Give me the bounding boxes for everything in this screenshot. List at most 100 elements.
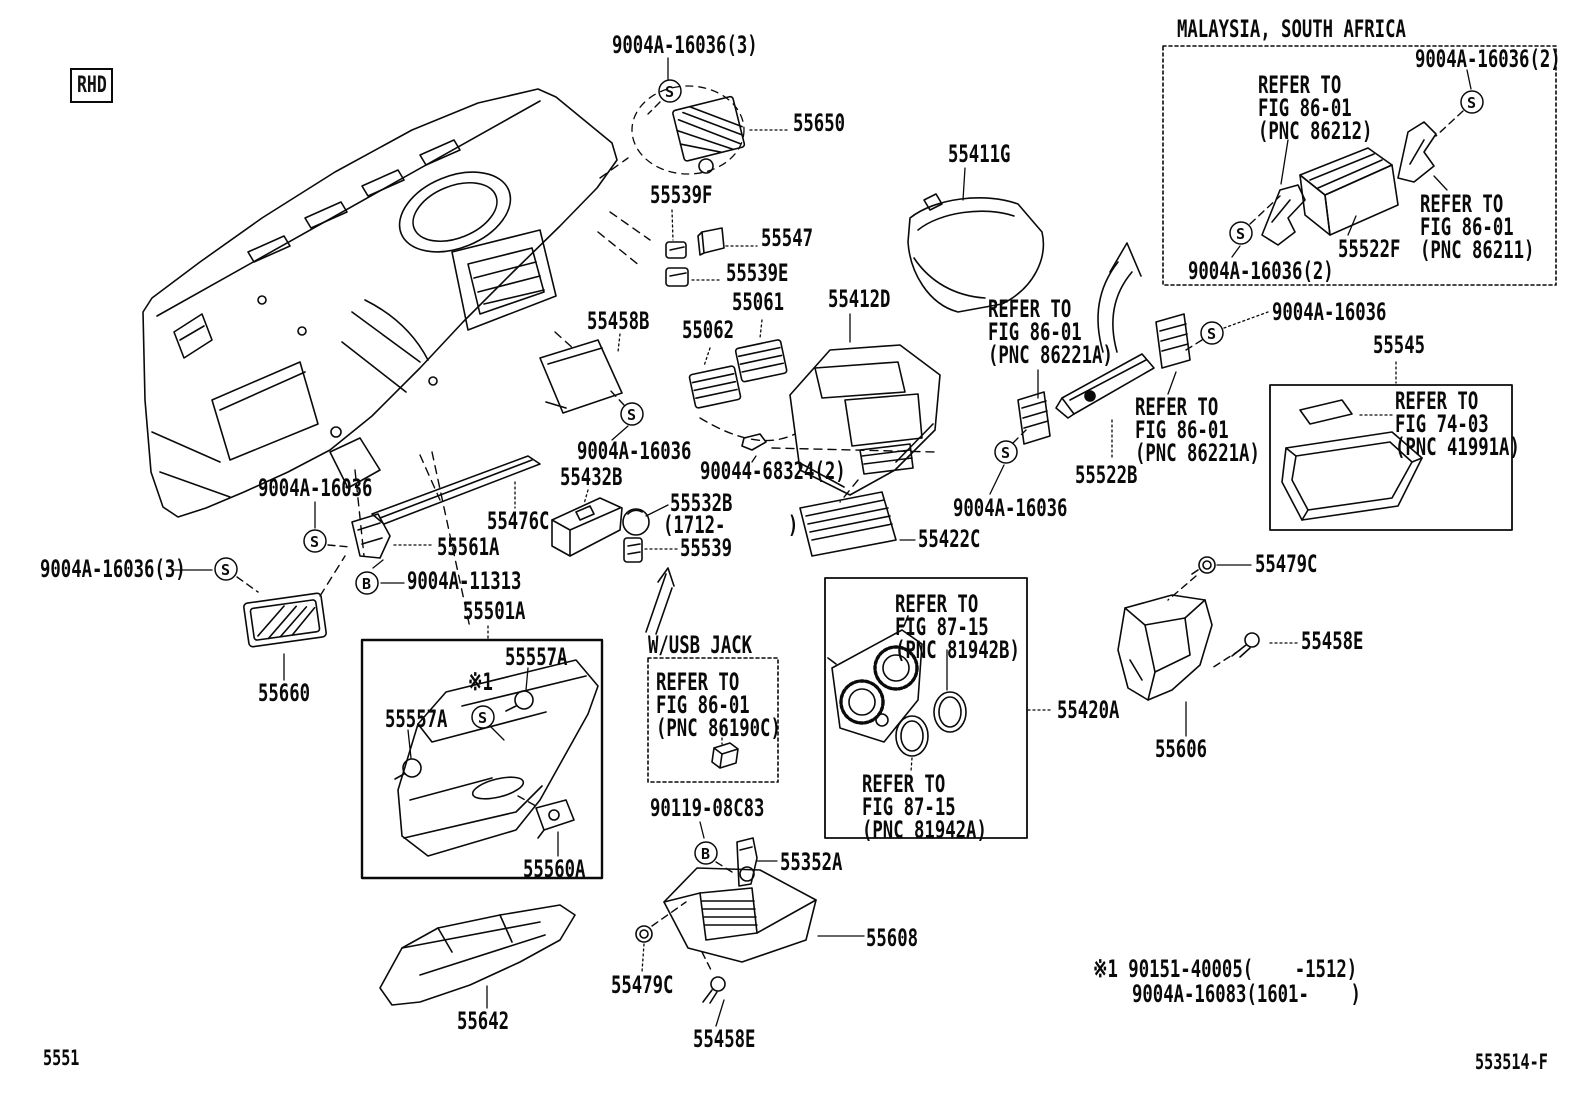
- malaysia-region-box: [1162, 45, 1557, 286]
- part-55545-drawing: [1281, 399, 1423, 521]
- bolt-symbol: B: [701, 845, 710, 863]
- curved-arrow: [1097, 242, 1142, 353]
- part-label-55539E: 55539E: [726, 259, 789, 287]
- part-label-9004A-16036-3-left: 9004A-16036(3): [40, 555, 186, 583]
- part-label-55411G: 55411G: [948, 140, 1011, 168]
- part-55650-drawing: [631, 85, 746, 175]
- ring-81942A-drawing: [895, 715, 929, 757]
- screw-symbol: S: [1467, 94, 1476, 112]
- part-55422C-drawing: [799, 491, 897, 557]
- part-label-90044-68324: 90044-68324(2): [700, 457, 846, 485]
- part-label-55557A-top: 55557A: [505, 643, 568, 671]
- part-label-55532B-date: (1712- ): [663, 511, 799, 539]
- part-label-55608: 55608: [866, 924, 919, 952]
- usb-arrow: [645, 567, 675, 635]
- part-label-90119-08C83: 90119-08C83: [650, 794, 765, 822]
- part-label-55501A: 55501A: [463, 597, 526, 625]
- part-label-55606: 55606: [1155, 735, 1208, 763]
- part-55062-drawing: [688, 365, 742, 409]
- screw-symbol: S: [1236, 225, 1245, 243]
- part-label-55412D: 55412D: [828, 285, 891, 313]
- bracket-86212-drawing: [1261, 184, 1306, 246]
- usb-jack-box: [647, 657, 779, 783]
- part-55660-drawing: [243, 592, 327, 648]
- screw-55479C-bottom-drawing: [635, 925, 653, 943]
- part-55432B-drawing: [551, 497, 623, 557]
- clip-86190C-drawing: [711, 742, 739, 769]
- bolt-symbol: B: [362, 575, 371, 593]
- part-55501A-box: [360, 638, 604, 880]
- part-label-55479C-right: 55479C: [1255, 550, 1318, 578]
- climate-panel-drawing: [827, 615, 923, 743]
- fastener-dashes: [236, 101, 1464, 973]
- part-55606-drawing: [1117, 594, 1213, 701]
- clip-55458E-right-drawing: [1231, 632, 1260, 658]
- part-55561A-drawing: [351, 513, 391, 559]
- screw-symbol: S: [1001, 444, 1010, 462]
- part-55522F-drawing: [1299, 147, 1399, 236]
- ref-note-81942B: REFER TO FIG 87-15 (PNC 81942B): [895, 590, 1020, 664]
- latch-55560A-drawing: [535, 799, 575, 839]
- part-label-55539F: 55539F: [650, 181, 713, 209]
- part-label-55458E-right: 55458E: [1301, 627, 1364, 655]
- part-55458B-drawing: [539, 339, 623, 414]
- leader-lines: [173, 57, 1472, 1027]
- part-55642-drawing: [379, 904, 576, 1006]
- ref-note-86212: REFER TO FIG 86-01 (PNC 86212): [1258, 71, 1373, 145]
- part-label-55642: 55642: [457, 1007, 510, 1035]
- part-label-9004A-11313: 9004A-11313: [407, 567, 522, 595]
- part-55476C-drawing: [371, 455, 541, 525]
- part-label-55458B: 55458B: [587, 307, 650, 335]
- screw-symbol: S: [627, 406, 636, 424]
- part-label-55650: 55650: [793, 109, 846, 137]
- clip-55539-drawing: [623, 537, 643, 563]
- part-label-55547: 55547: [761, 224, 814, 252]
- part-label-9004A-16036-b2: 9004A-16036: [953, 494, 1068, 522]
- usb-note-label: W/USB JACK: [648, 631, 753, 659]
- screw-symbol: S: [665, 83, 674, 101]
- bracket-86211-drawing: [1397, 121, 1437, 183]
- fastener-symbols: S S S S S S S S S B B: [214, 79, 1484, 865]
- part-label-55539: 55539: [680, 534, 733, 562]
- construction-dashes: [319, 157, 936, 629]
- part-55420A-box: [824, 577, 1028, 839]
- part-label-55660: 55660: [258, 679, 311, 707]
- part-label-55561A: 55561A: [437, 533, 500, 561]
- screw-symbol: S: [1207, 325, 1216, 343]
- part-55550-glovebox-drawing: [397, 659, 599, 857]
- part-label-55522B: 55522B: [1075, 461, 1138, 489]
- part-label-9004A-16036-right: 9004A-16036: [1272, 298, 1387, 326]
- footnote-line-1: ※1 90151-40005( -1512): [1093, 955, 1358, 983]
- bracket-86221A-right-drawing: [1155, 313, 1191, 369]
- sheet-code: 553514-F: [1475, 1050, 1548, 1074]
- ref-note-86190C: REFER TO FIG 86-01 (PNC 86190C): [656, 668, 781, 742]
- bracket-86221A-mid-drawing: [1017, 391, 1051, 445]
- part-55539E-drawing: [665, 267, 689, 287]
- part-label-55420A: 55420A: [1057, 696, 1120, 724]
- part-label-55560A: 55560A: [523, 855, 586, 883]
- ref-note-86211: REFER TO FIG 86-01 (PNC 86211): [1420, 190, 1535, 264]
- damper-55557A-left-drawing: [394, 758, 422, 780]
- instrument-panel-drawing: [142, 88, 618, 518]
- figure-number: 5551: [43, 1046, 80, 1070]
- part-label-55479C-bottom: 55479C: [611, 971, 674, 999]
- part-55352A-drawing: [736, 837, 758, 887]
- part-55522B-drawing: [1055, 353, 1155, 419]
- part-label-55432B: 55432B: [560, 463, 623, 491]
- drive-position-label: RHD: [76, 73, 107, 98]
- part-label-55476C: 55476C: [487, 507, 550, 535]
- ring-81942B-drawing: [933, 691, 967, 733]
- part-label-55352A: 55352A: [780, 848, 843, 876]
- region-note-label: MALAYSIA, SOUTH AFRICA: [1177, 15, 1406, 43]
- part-label-55532B: 55532B: [670, 489, 733, 517]
- screw-symbol: S: [310, 533, 319, 551]
- part-55412D-drawing: [789, 344, 941, 496]
- screw-symbol: S: [221, 561, 230, 579]
- part-label-9004A-16036-2-bl: 9004A-16036(2): [1188, 257, 1334, 285]
- damper-55557A-top-drawing: [505, 690, 534, 712]
- ref-note-86221A-right: REFER TO FIG 86-01 (PNC 86221A): [1135, 393, 1260, 467]
- part-label-55062: 55062: [682, 316, 735, 344]
- part-label-55545: 55545: [1373, 331, 1426, 359]
